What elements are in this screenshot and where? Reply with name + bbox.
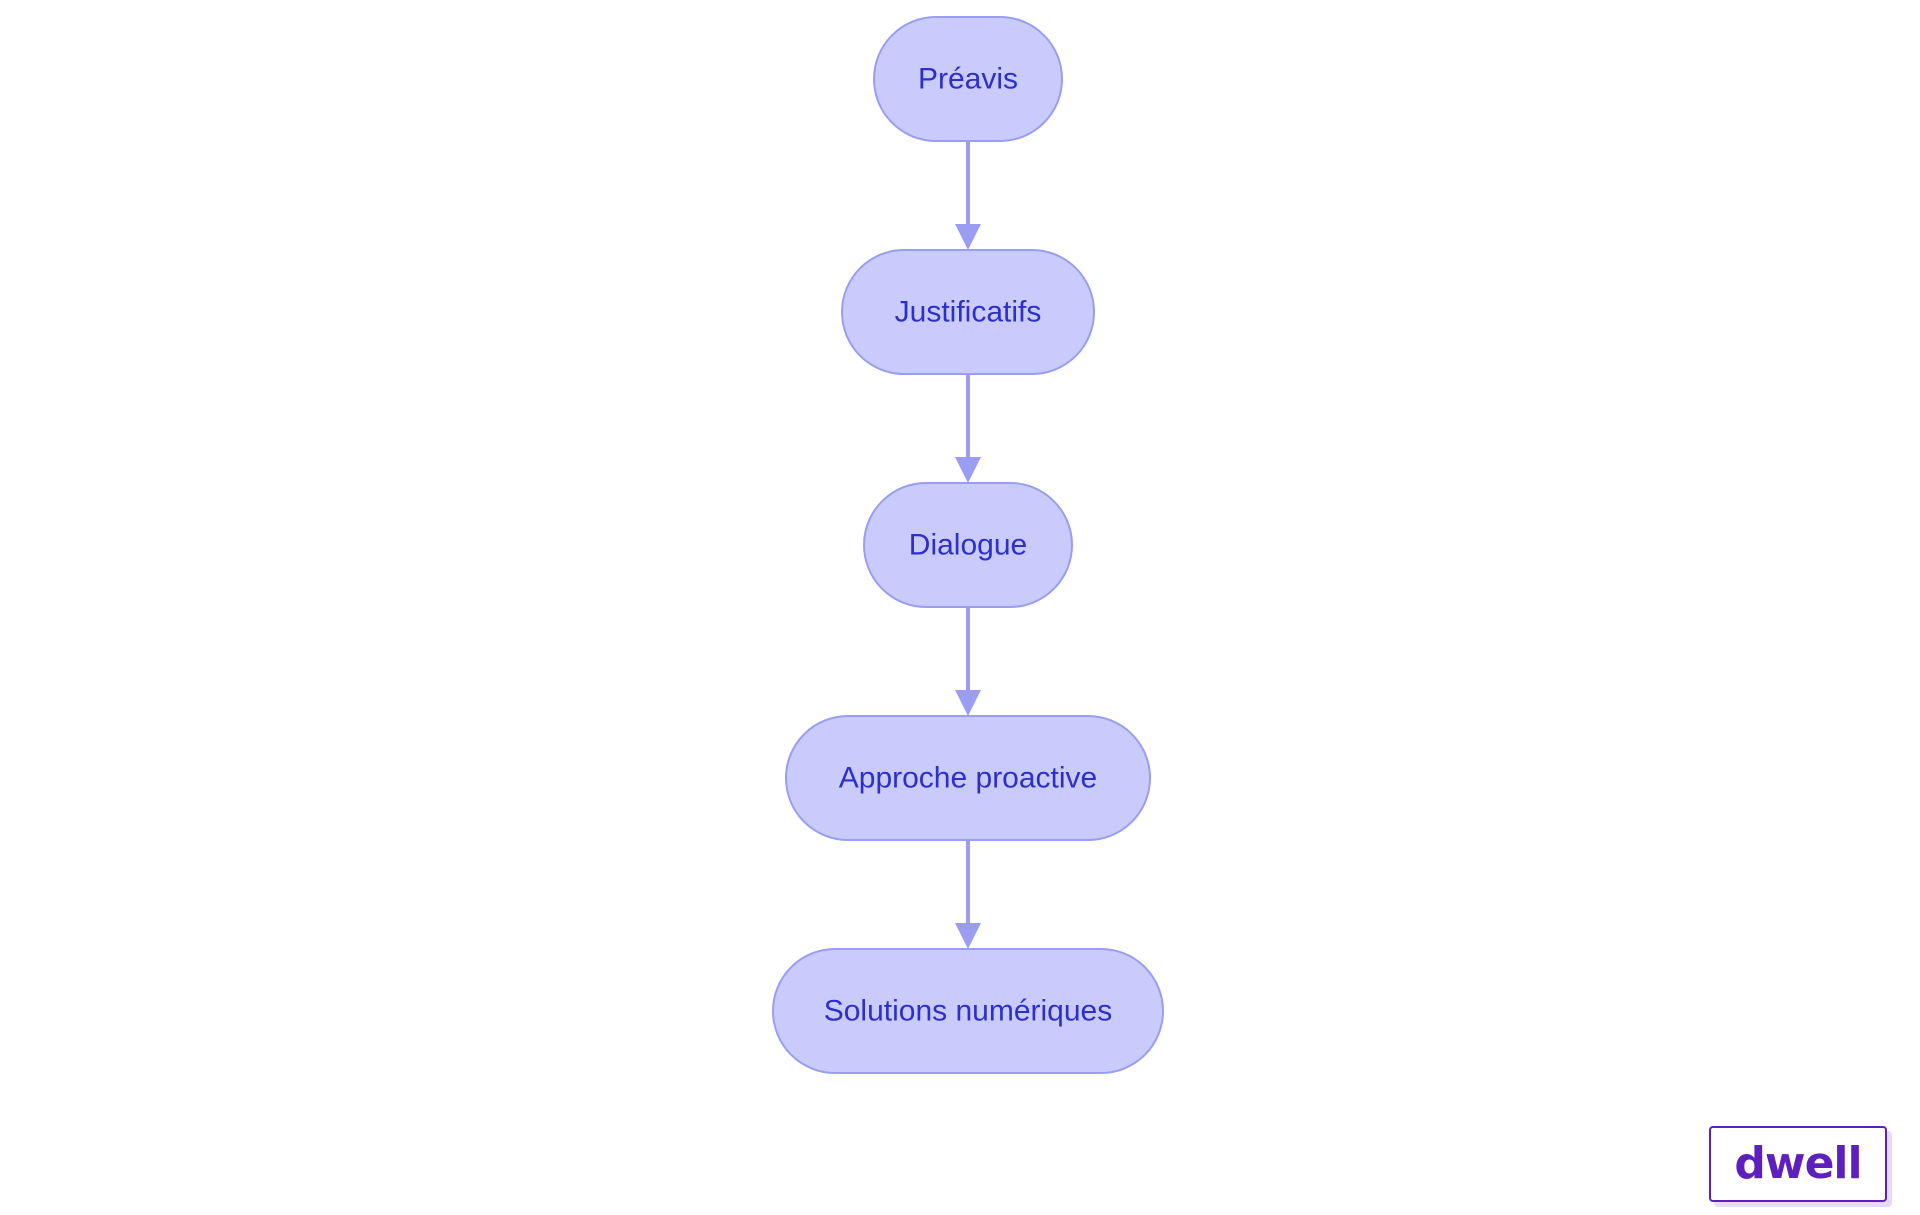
edge-preavis-justificatifs <box>955 141 981 250</box>
node-label: Justificatifs <box>895 296 1042 329</box>
edge-dialogue-approche <box>955 607 981 716</box>
logo-text: dwell <box>1734 1138 1862 1189</box>
node-label: Dialogue <box>909 529 1027 562</box>
node-justificatifs: Justificatifs <box>841 249 1095 375</box>
node-shape <box>863 482 1073 608</box>
node-label: Approche proactive <box>839 762 1098 795</box>
edge-approche-solutions <box>955 840 981 949</box>
node-preavis: Préavis <box>873 16 1063 142</box>
dwell-logo: dwell <box>1709 1126 1887 1202</box>
node-dialogue: Dialogue <box>863 482 1073 608</box>
edge-justificatifs-dialogue <box>955 374 981 483</box>
node-shape <box>873 16 1063 142</box>
node-label: Préavis <box>918 63 1018 96</box>
node-shape <box>785 715 1151 841</box>
arrowhead-icon <box>955 923 981 949</box>
flowchart-edges <box>955 141 981 949</box>
arrowhead-icon <box>955 690 981 716</box>
node-solutions: Solutions numériques <box>772 948 1164 1074</box>
node-approche: Approche proactive <box>785 715 1151 841</box>
node-label: Solutions numériques <box>824 995 1113 1028</box>
arrowhead-icon <box>955 457 981 483</box>
node-shape <box>772 948 1164 1074</box>
node-shape <box>841 249 1095 375</box>
arrowhead-icon <box>955 224 981 250</box>
